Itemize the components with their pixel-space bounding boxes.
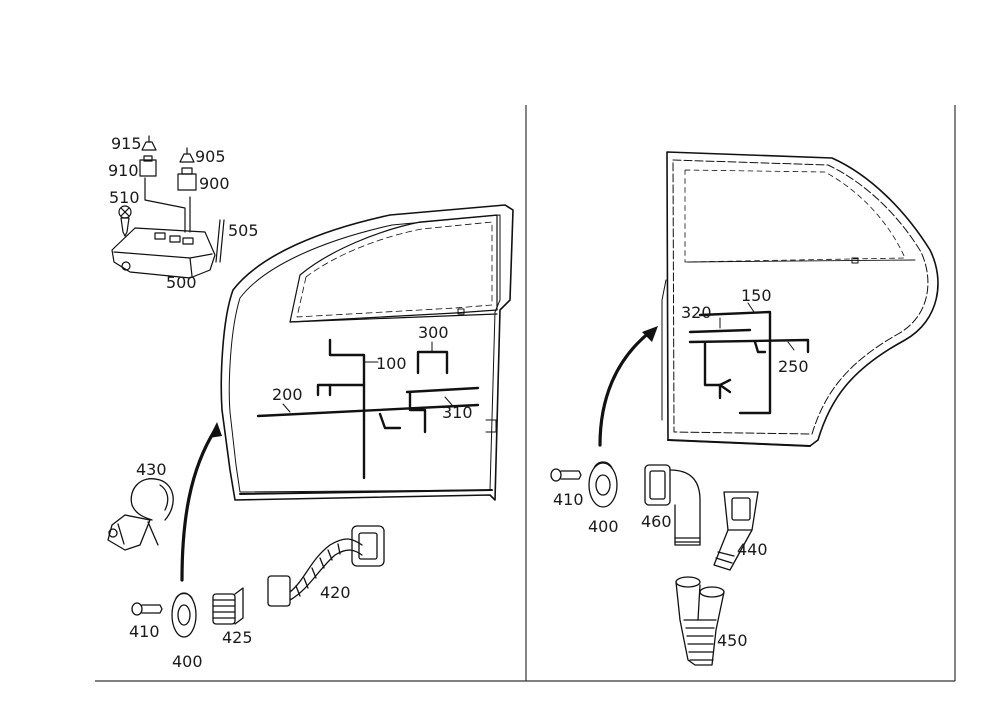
screw-410-rear	[550, 468, 582, 482]
label-460: 460	[641, 512, 672, 531]
front-door-labels: 100 200 300 310 500 505 510 900 905 910 …	[108, 134, 473, 671]
grommet-400-front	[171, 592, 197, 638]
label-410-front: 410	[129, 622, 160, 641]
connector-425	[212, 587, 244, 625]
rear-door-shell	[661, 151, 939, 447]
label-900: 900	[199, 174, 230, 193]
label-425: 425	[222, 628, 253, 647]
bellows-450	[675, 576, 725, 666]
clip-915	[141, 135, 157, 151]
label-100: 100	[376, 354, 407, 373]
front-door-shell	[220, 204, 514, 501]
label-440: 440	[737, 540, 768, 559]
rear-door-labels: 150 250 320 410 400 460 440 450	[553, 286, 809, 650]
bellows-460	[644, 464, 701, 546]
label-430: 430	[136, 460, 167, 479]
label-510: 510	[109, 188, 140, 207]
connector-910	[139, 155, 157, 177]
rear-harness	[688, 302, 810, 415]
label-505: 505	[228, 221, 259, 240]
label-320: 320	[681, 303, 712, 322]
front-harness	[256, 338, 480, 480]
rear-door-panel	[550, 151, 939, 666]
label-420: 420	[320, 583, 351, 602]
label-450: 450	[717, 631, 748, 650]
label-200: 200	[272, 385, 303, 404]
label-500: 500	[166, 273, 197, 292]
bellows-440	[713, 491, 759, 571]
label-905: 905	[195, 147, 226, 166]
door-control-module	[111, 177, 216, 279]
label-150: 150	[741, 286, 772, 305]
label-300: 300	[418, 323, 449, 342]
connector-900	[177, 167, 197, 191]
front-assembly-arrow	[180, 422, 222, 582]
label-410-rear: 410	[553, 490, 584, 509]
front-door-panel	[107, 135, 514, 638]
pin-505	[215, 219, 225, 263]
grommet-400-rear	[588, 461, 618, 508]
label-400-front: 400	[172, 652, 203, 671]
frame	[95, 105, 956, 682]
bellows-420	[267, 525, 385, 607]
label-310: 310	[442, 403, 473, 422]
screw-410-front	[131, 602, 163, 616]
label-250: 250	[778, 357, 809, 376]
clip-905	[179, 147, 195, 163]
label-400-rear: 400	[588, 517, 619, 536]
label-910: 910	[108, 161, 139, 180]
screw-510	[118, 205, 132, 237]
label-915: 915	[111, 134, 142, 153]
rear-assembly-arrow	[598, 326, 658, 447]
bellows-430	[107, 478, 174, 551]
